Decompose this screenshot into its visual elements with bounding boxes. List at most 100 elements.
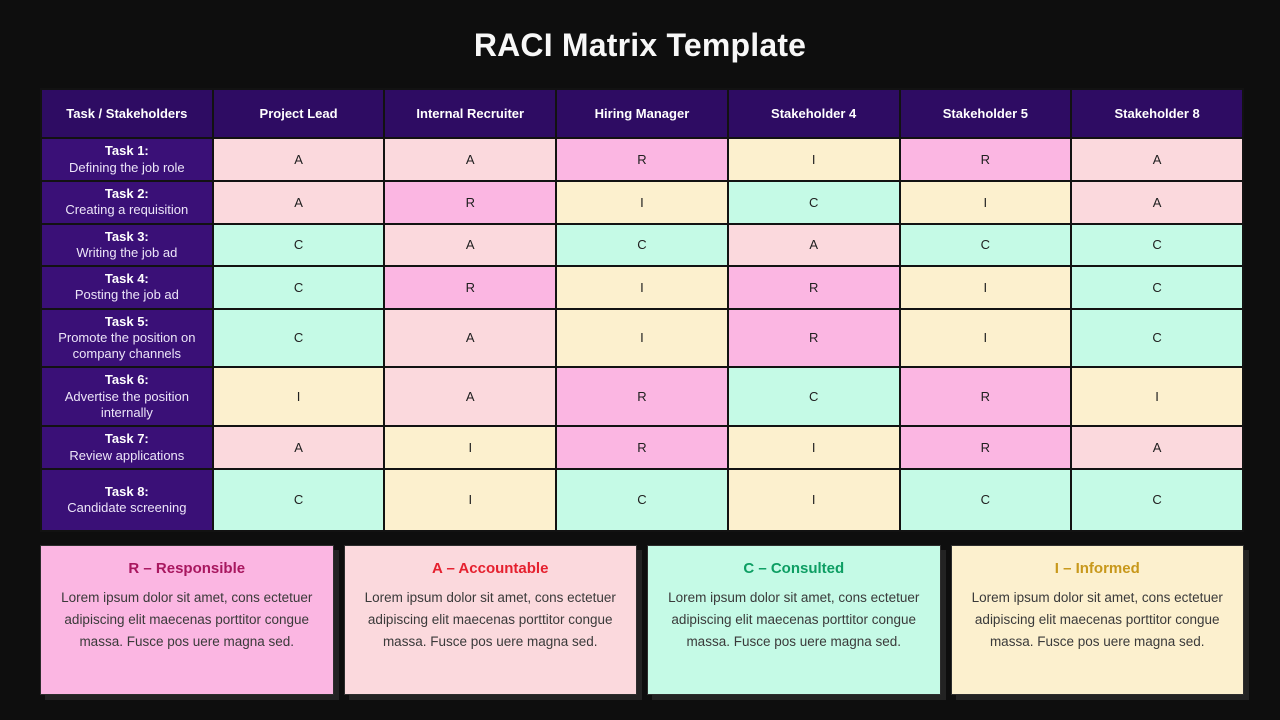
legend-card-body: Lorem ipsum dolor sit amet, cons ectetue…	[61, 589, 313, 650]
raci-cell: C	[555, 467, 729, 532]
raci-cell: A	[383, 366, 558, 428]
task-description: Posting the job ad	[74, 287, 179, 303]
task-description: Review applications	[69, 447, 185, 463]
table-row: Task 5:Promote the position on company c…	[40, 307, 1244, 369]
raci-cell: A	[1070, 425, 1244, 470]
raci-cell: C	[211, 307, 386, 369]
task-label: Task 3:	[104, 228, 149, 244]
legend-card-title: I – Informed	[1054, 559, 1140, 577]
task-label: Task 1:	[104, 143, 149, 159]
table-row: Task 6:Advertise the position internally…	[40, 366, 1244, 428]
column-header-5: Stakeholder 5	[898, 88, 1073, 139]
raci-cell: C	[211, 467, 386, 532]
raci-cell: C	[1070, 265, 1244, 310]
raci-cell: A	[383, 307, 558, 369]
task-label: Task 6:	[104, 372, 149, 388]
raci-cell: I	[898, 180, 1073, 225]
raci-cell: R	[383, 265, 558, 310]
raci-cell: C	[898, 467, 1073, 532]
raci-cell: C	[726, 180, 901, 225]
raci-cell: C	[1070, 467, 1244, 532]
raci-cell: I	[898, 307, 1073, 369]
task-description: Promote the position on company channels	[58, 329, 196, 361]
legend-card-title: C – Consulted	[743, 559, 845, 577]
task-label: Task 7:	[104, 431, 149, 447]
column-header-4: Stakeholder 4	[726, 88, 901, 139]
legend-card-body: Lorem ipsum dolor sit amet, cons ectetue…	[668, 589, 920, 650]
raci-cell: A	[211, 425, 386, 470]
raci-cell: R	[898, 366, 1073, 428]
task-header-cell: Task 5:Promote the position on company c…	[40, 307, 214, 369]
raci-cell: A	[383, 222, 558, 267]
raci-cell: C	[726, 366, 901, 428]
column-header-6: Stakeholder 8	[1070, 88, 1244, 139]
column-header-3: Hiring Manager	[555, 88, 729, 139]
legend-card-title: R – Responsible	[128, 559, 246, 577]
raci-cell: I	[383, 467, 558, 532]
task-header-cell: Task 2:Creating a requisition	[40, 180, 214, 225]
raci-cell: I	[726, 425, 901, 470]
raci-cell: A	[1070, 137, 1244, 182]
raci-cell: I	[555, 265, 729, 310]
raci-cell: R	[555, 366, 729, 428]
task-description: Creating a requisition	[65, 202, 189, 218]
task-label: Task 4:	[104, 271, 149, 286]
raci-cell: R	[383, 180, 558, 225]
task-header-cell: Task 6:Advertise the position internally	[40, 366, 214, 428]
task-header-cell: Task 8:Candidate screening	[40, 467, 214, 532]
raci-cell: A	[383, 137, 558, 182]
task-description: Writing the job ad	[76, 244, 178, 260]
task-description: Candidate screening	[67, 499, 187, 515]
raci-cell: R	[898, 137, 1073, 182]
task-header-cell: Task 7:Review applications	[40, 425, 214, 470]
raci-cell: I	[555, 180, 729, 225]
raci-cell: C	[211, 265, 386, 310]
task-header-cell: Task 3:Writing the job ad	[40, 222, 214, 267]
raci-cell: R	[726, 307, 901, 369]
raci-cell: C	[211, 222, 386, 267]
raci-cell: A	[726, 222, 901, 267]
legend-card-body: Lorem ipsum dolor sit amet, cons ectetue…	[971, 589, 1223, 650]
page-title: RACI Matrix Template	[473, 27, 807, 63]
raci-cell: C	[1070, 222, 1244, 267]
column-header-0: Task / Stakeholders	[40, 88, 214, 139]
task-header-cell: Task 4:Posting the job ad	[40, 265, 214, 310]
raci-cell: A	[211, 137, 386, 182]
raci-cell: I	[211, 366, 386, 428]
raci-cell: A	[211, 180, 386, 225]
raci-cell: I	[555, 307, 729, 369]
raci-cell: I	[726, 137, 901, 182]
raci-cell: R	[898, 425, 1073, 470]
column-header-2: Internal Recruiter	[383, 88, 558, 139]
task-label: Task 8:	[104, 483, 149, 499]
legend-card-title: A – Accountable	[432, 559, 549, 577]
raci-cell: C	[1070, 307, 1244, 369]
task-label: Task 5:	[104, 313, 149, 329]
raci-cell: I	[726, 467, 901, 532]
raci-cell: C	[898, 222, 1073, 267]
legend-card-body: Lorem ipsum dolor sit amet, cons ectetue…	[364, 589, 616, 650]
raci-cell: I	[1070, 366, 1244, 428]
raci-cell: C	[555, 222, 729, 267]
raci-cell: R	[555, 425, 729, 470]
raci-cell: R	[726, 265, 901, 310]
raci-cell: I	[383, 425, 558, 470]
raci-cell: R	[555, 137, 729, 182]
task-description: Defining the job role	[69, 159, 185, 175]
raci-cell: I	[898, 265, 1073, 310]
column-header-1: Project Lead	[211, 88, 386, 139]
raci-cell: A	[1070, 180, 1244, 225]
